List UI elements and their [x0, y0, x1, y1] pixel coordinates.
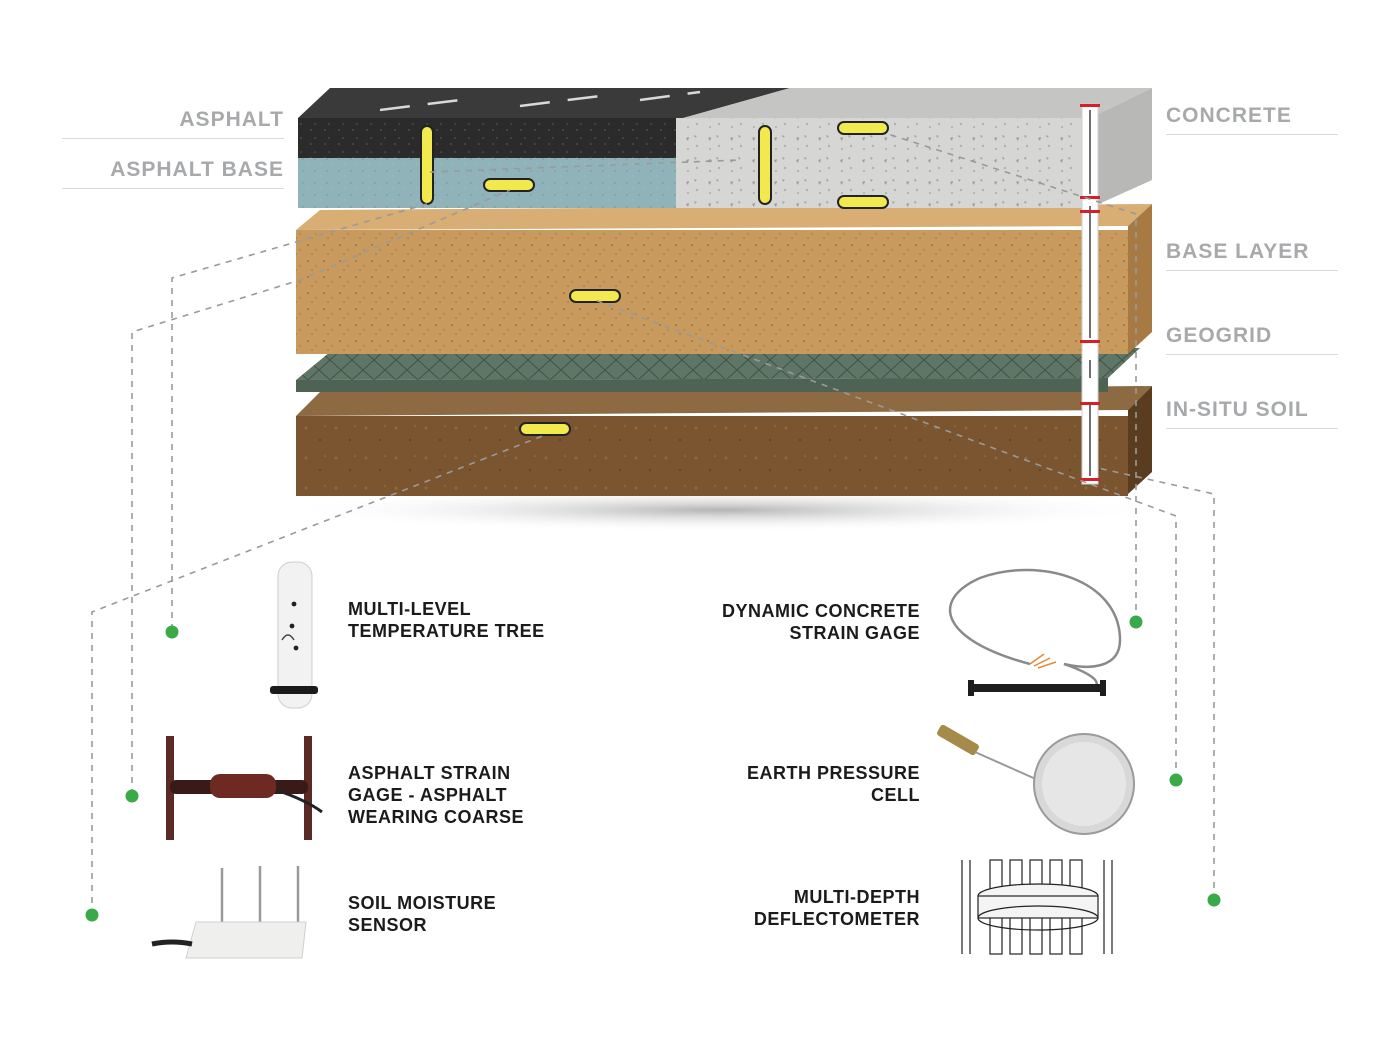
- label-in-situ-soil: IN-SITU SOIL: [1166, 398, 1338, 429]
- sensor-marker: [483, 178, 535, 192]
- label-concrete: CONCRETE: [1166, 104, 1338, 135]
- sensor-marker: [837, 121, 889, 135]
- sensor-marker: [420, 125, 434, 205]
- connector-dot: [1207, 893, 1221, 907]
- label-asphalt: ASPHALT: [62, 108, 284, 139]
- asphalt-strain-gage-icon: [166, 736, 323, 840]
- floor-shadow: [280, 488, 1160, 532]
- sensor-marker: [519, 422, 571, 436]
- label-concrete-strain-gage: DYNAMIC CONCRETE STRAIN GAGE: [721, 601, 920, 643]
- temperature-tree-icon: [270, 561, 318, 709]
- sensor-marker: [758, 125, 772, 205]
- label-soil-moisture-sensor: SOIL MOISTURE SENSOR: [348, 893, 497, 935]
- in-situ-soil-layer: [296, 386, 1152, 496]
- label-geogrid: GEOGRID: [1166, 324, 1338, 355]
- earth-pressure-cell-icon: [937, 724, 1135, 835]
- label-base-layer: BASE LAYER: [1166, 240, 1338, 271]
- sensor-marker: [569, 289, 621, 303]
- connector-dot: [125, 789, 139, 803]
- connector-dot: [85, 908, 99, 922]
- connector-dot: [1129, 615, 1143, 629]
- geogrid-layer: [296, 348, 1140, 392]
- base-layer: [296, 204, 1152, 354]
- label-earth-pressure-cell: EARTH PRESSURE CELL: [746, 763, 920, 805]
- connector-dot: [165, 625, 179, 639]
- label-temperature-tree: MULTI-LEVEL TEMPERATURE TREE: [348, 599, 545, 641]
- deflectometer-icon: [958, 859, 1118, 955]
- connector-dot: [1169, 773, 1183, 787]
- concrete-strain-gage-icon: [949, 568, 1122, 696]
- sensor-marker: [837, 195, 889, 209]
- label-deflectometer: MULTI-DEPTH DEFLECTOMETER: [753, 887, 920, 929]
- label-asphalt-strain-gage: ASPHALT STRAIN GAGE - ASPHALT WEARING CO…: [348, 763, 525, 827]
- soil-moisture-sensor-icon: [151, 866, 307, 959]
- deflectometer-rod: [1080, 103, 1100, 485]
- label-asphalt-base: ASPHALT BASE: [62, 158, 284, 189]
- asphalt-layer: [298, 88, 790, 158]
- connector-lines: [91, 133, 1215, 915]
